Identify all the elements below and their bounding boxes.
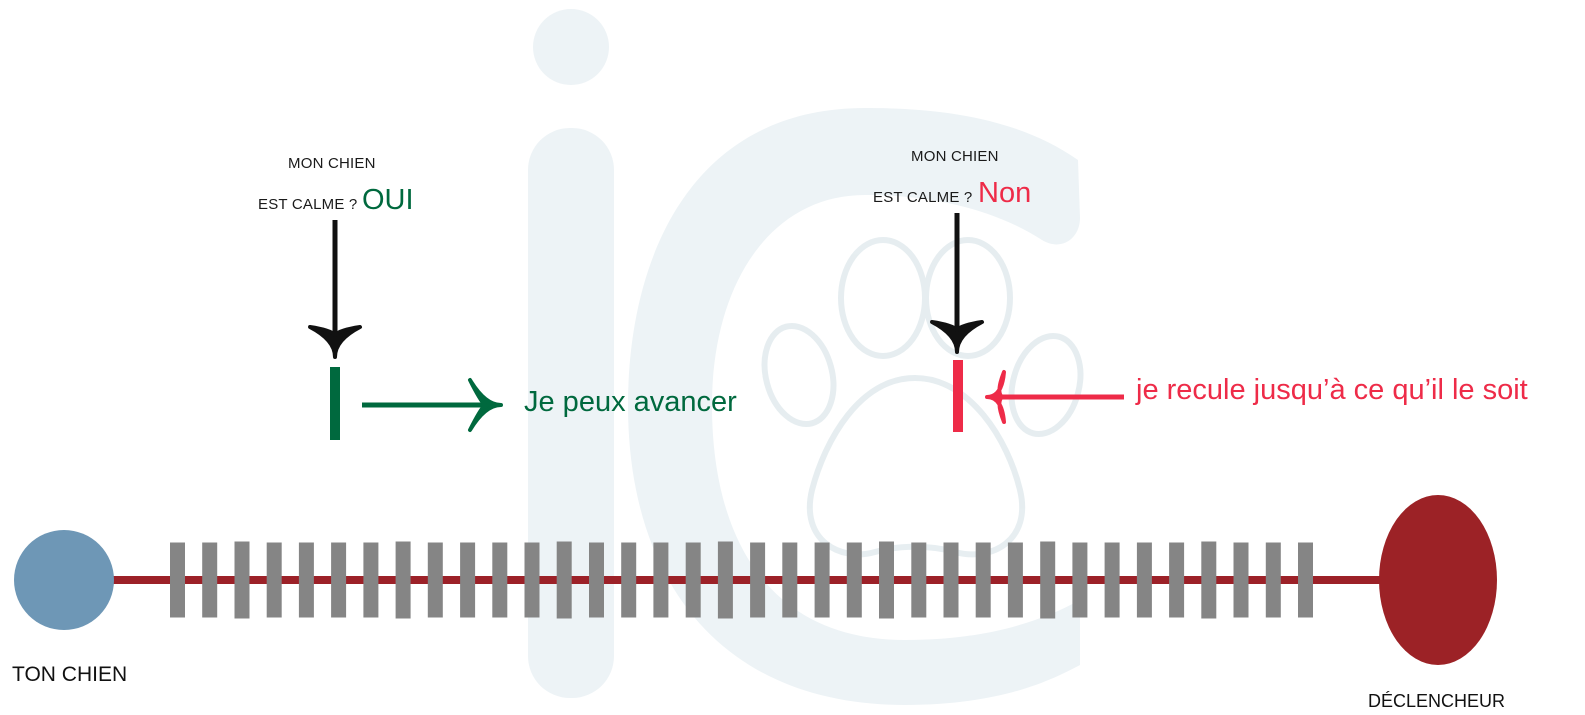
track-ties [170,541,1313,619]
track-tie [846,542,862,618]
left-answer-yes: OUI [362,184,414,216]
track-tie [363,542,379,618]
track-tie [685,542,701,618]
watermark-i-dot [533,9,609,85]
track-tie [395,541,411,619]
trigger-ellipse [1379,495,1497,665]
watermark-paw-icon [761,237,1084,558]
advance-arrow [362,378,503,432]
track-tie [1169,542,1185,618]
track-tie [492,542,508,618]
track-tie [427,542,443,618]
track-tie [653,542,669,618]
retreat-arrow [985,370,1124,424]
track-tie [1072,542,1088,618]
left-question-line1: MON CHIEN [288,155,376,172]
right-question-line2: EST CALME ? [873,189,973,206]
track-tie [202,542,218,618]
track-tie [1265,542,1281,618]
track-tie [621,542,637,618]
track-tie [298,542,314,618]
track-tie [589,542,604,618]
not-calm-downward-arrow [930,213,984,354]
track-tie [911,542,927,618]
track-tie [1040,541,1056,619]
track-tie [170,542,185,618]
right-answer-no: Non [978,177,1032,209]
dog-label: TON CHIEN [12,663,128,686]
track-tie [1104,542,1120,618]
track-tie [234,541,250,619]
calm-marker [330,367,340,440]
advance-label: Je peux avancer [524,386,737,418]
track-tie [524,542,540,618]
track-tie [717,541,733,619]
retreat-label: je recule jusqu’à ce qu’il le soit [1136,374,1528,406]
track-tie [331,542,347,618]
track-tie [460,542,476,618]
watermark-logo [528,9,1080,705]
track-tie [1136,542,1152,618]
track-tie [750,542,766,618]
not-calm-marker [953,360,963,432]
left-question-line2: EST CALME ? [258,196,358,213]
track-tie [943,542,959,618]
right-question-line1: MON CHIEN [911,148,999,165]
track-tie [782,542,798,618]
trigger-label: DÉCLENCHEUR [1368,691,1506,711]
track-tie [879,541,894,619]
track-tie [266,542,282,618]
track-tie [814,542,830,618]
dog-circle [14,530,114,630]
track-tie [1298,542,1313,618]
watermark-c [628,108,1080,705]
track-tie [975,542,991,618]
track-tie [1007,542,1023,618]
track-tie [1233,542,1249,618]
track-tie [556,541,572,619]
track-tie [1201,541,1217,619]
calm-downward-arrow [308,220,362,359]
